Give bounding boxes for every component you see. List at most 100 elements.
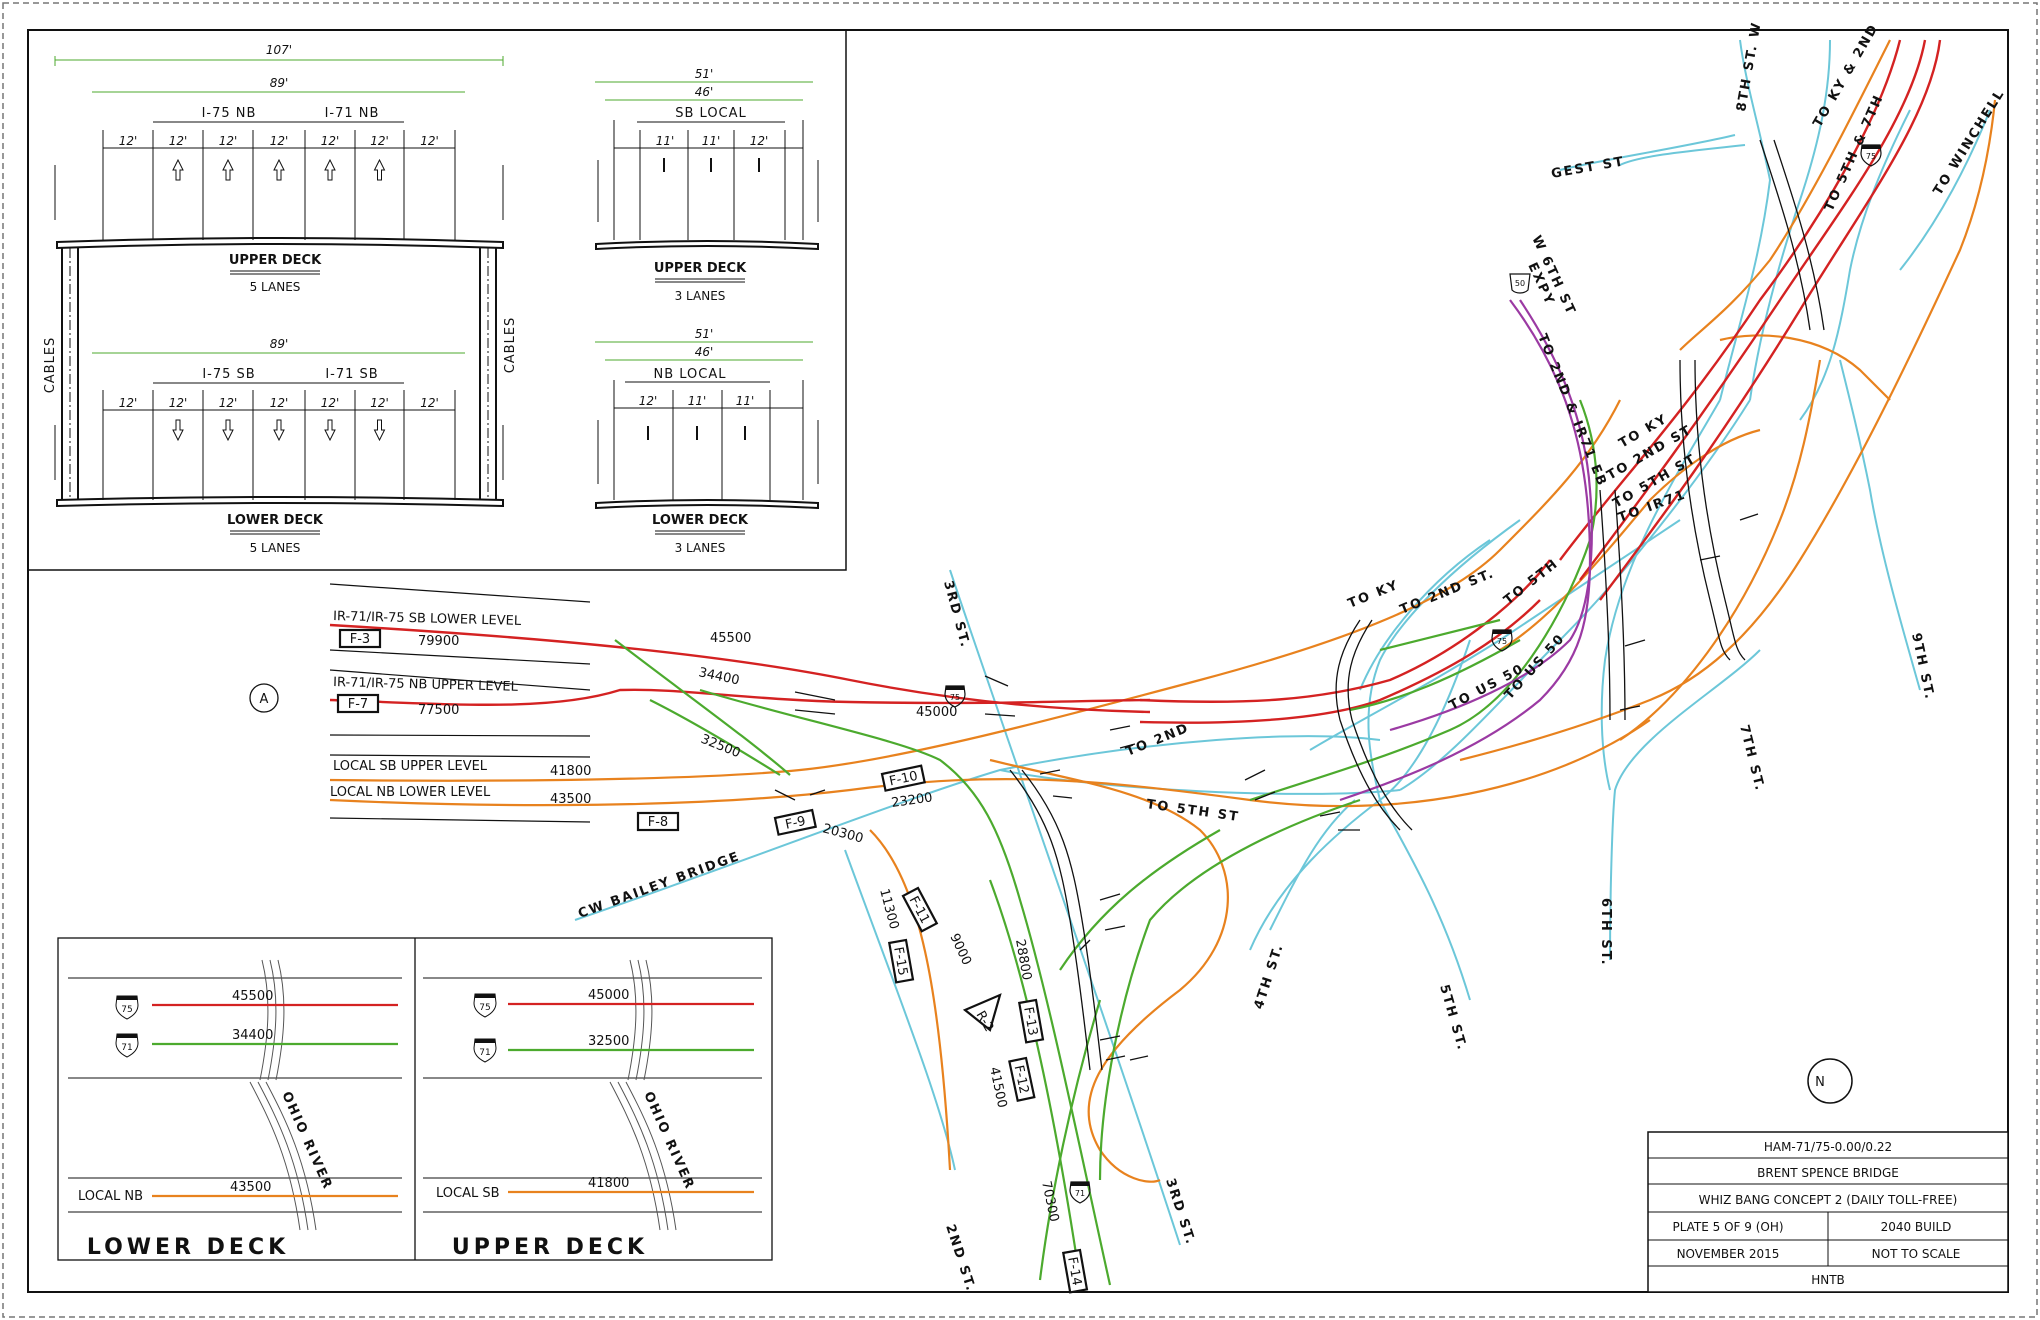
i75-shield-map-3: 75: [1860, 144, 1882, 167]
flow-arrow: [1288, 762, 1300, 772]
lane-dim: 12': [639, 394, 658, 408]
callout-a: A: [260, 692, 269, 707]
vol-32500: 32500: [699, 732, 743, 761]
lane-width-dim: 12': [169, 396, 188, 410]
lane-arrow-down-icon: [222, 419, 234, 442]
tag-f15: F-15: [887, 938, 915, 984]
local-lower-lanes: 3 LANES: [675, 541, 726, 555]
legend-upper-title: UPPER DECK: [452, 1235, 648, 1260]
group-nb-local: NB LOCAL: [654, 367, 727, 382]
svg-text:F-9: F-9: [784, 814, 807, 833]
vol-34400: 34400: [697, 665, 741, 688]
legend-upper-i75-vol: 45000: [588, 988, 629, 1003]
vol-45500: 45500: [710, 631, 751, 646]
ramp-to-5th-st: TO 5TH ST: [1145, 797, 1240, 825]
title-build: 2040 BUILD: [1881, 1220, 1952, 1234]
flow-arrow: [1105, 1211, 1113, 1225]
street-4th: 4TH ST.: [1252, 941, 1287, 1011]
lane-width-dim: 12': [420, 396, 439, 410]
tag-f8: F-8: [648, 815, 668, 830]
dim-89-upper: 89': [270, 76, 289, 90]
group-i75sb: I-75 SB: [202, 367, 255, 382]
legend-lower-i71-vol: 34400: [232, 1028, 273, 1043]
lane-width-dim: 12': [420, 134, 439, 148]
vol-23200: 23200: [890, 790, 933, 811]
flow-arrow: [1410, 644, 1422, 654]
local-nb-lower-label: LOCAL NB LOWER LEVEL: [330, 785, 491, 800]
dim-89-lower: 89': [270, 337, 289, 351]
vol-43500: 43500: [550, 792, 591, 807]
title-name: BRENT SPENCE BRIDGE: [1757, 1166, 1899, 1180]
vol-45000: 45000: [916, 705, 957, 720]
group-i71nb: I-71 NB: [325, 106, 380, 121]
title-project: HAM-71/75-0.00/0.22: [1764, 1140, 1892, 1154]
street-2nd: 2ND ST.: [942, 1223, 978, 1295]
svg-text:75: 75: [121, 1005, 132, 1015]
svg-text:71: 71: [479, 1048, 490, 1058]
svg-text:71: 71: [121, 1043, 132, 1053]
lane-dim: 11': [702, 134, 721, 148]
lane-arrow-down-icon: [373, 419, 386, 442]
flow-arrow: [1789, 80, 1799, 94]
svg-text:N: N: [1815, 1075, 1825, 1090]
svg-text:50: 50: [1515, 279, 1525, 288]
svg-text:F-14: F-14: [1064, 1256, 1084, 1287]
lane-width-dim: 12': [270, 396, 289, 410]
legend-lower-i75-vol: 45500: [232, 989, 273, 1004]
dim-46-upper: 46': [695, 85, 714, 99]
ramp-to-ky: TO KY: [1346, 578, 1402, 612]
local-upper-deck-title: UPPER DECK: [654, 261, 747, 276]
us50-shield-map: 50: [1509, 273, 1531, 294]
legend-lower-i71-shield: 71: [115, 1033, 139, 1058]
legend-upper-local-label: LOCAL SB: [436, 1186, 500, 1201]
street-3rd-a: 3RD ST.: [940, 579, 972, 650]
vol-70300: 70300: [1038, 1180, 1061, 1224]
ramp-to-2nd: TO 2ND: [1124, 721, 1192, 760]
svg-text:F-10: F-10: [888, 769, 919, 790]
group-i75nb: I-75 NB: [202, 106, 257, 121]
lane-arrow-down-icon: [172, 419, 184, 442]
lane-width-dim: 12': [270, 134, 289, 148]
legend-lower-local-vol: 43500: [230, 1180, 271, 1195]
title-concept: WHIZ BANG CONCEPT 2 (DAILY TOLL-FREE): [1699, 1193, 1958, 1207]
flow-arrow: [688, 663, 700, 671]
svg-text:75: 75: [950, 693, 960, 702]
lane-arrow-up-icon: [172, 158, 184, 181]
flow-arrow: [663, 693, 675, 704]
tag-f10: F-10: [880, 764, 926, 792]
svg-text:R-2: R-2: [973, 1009, 997, 1035]
vol-79900: 79900: [418, 634, 459, 649]
legend-upper-i71-shield: 71: [473, 1038, 497, 1063]
flow-arrow: [1428, 700, 1440, 710]
street-7th: 7TH ST.: [1736, 723, 1767, 793]
local-sb-upper-label: LOCAL SB UPPER LEVEL: [333, 759, 488, 774]
lane-arrow-down-icon: [324, 419, 336, 442]
tag-f3: F-3: [350, 632, 370, 647]
svg-text:75: 75: [479, 1003, 490, 1013]
lower-deck-title: LOWER DECK: [227, 513, 324, 528]
flow-arrow: [1882, 520, 1890, 532]
flow-arrow: [1119, 908, 1129, 922]
cables-right: CABLES: [503, 317, 518, 374]
inner-border: [27, 29, 2009, 1293]
north-arrow-icon: N: [1807, 1058, 1853, 1104]
dim-46-lower: 46': [695, 345, 714, 359]
mainline-nb-upper-label: IR-71/IR-75 NB UPPER LEVEL: [333, 675, 519, 695]
flow-arrow: [1127, 1160, 1139, 1170]
tag-r2: R-2: [962, 993, 1002, 1035]
lane-width-dim: 12': [321, 134, 340, 148]
svg-text:F-12: F-12: [1011, 1064, 1032, 1095]
tag-f7: F-7: [348, 697, 368, 712]
lane-width-dim: 12': [370, 134, 389, 148]
street-cw-bailey: CW BAILEY BRIDGE: [576, 849, 742, 922]
vol-28800: 28800: [1012, 938, 1034, 981]
tag-f14: F-14: [1061, 1248, 1089, 1294]
legend-lower-title: LOWER DECK: [87, 1235, 289, 1260]
vol-20300: 20300: [821, 821, 865, 846]
street-6th: 6TH ST.: [1598, 898, 1613, 967]
title-plate: PLATE 5 OF 9 (OH): [1672, 1220, 1783, 1234]
lane-dim: 12': [750, 134, 769, 148]
title-firm: HNTB: [1811, 1273, 1845, 1287]
